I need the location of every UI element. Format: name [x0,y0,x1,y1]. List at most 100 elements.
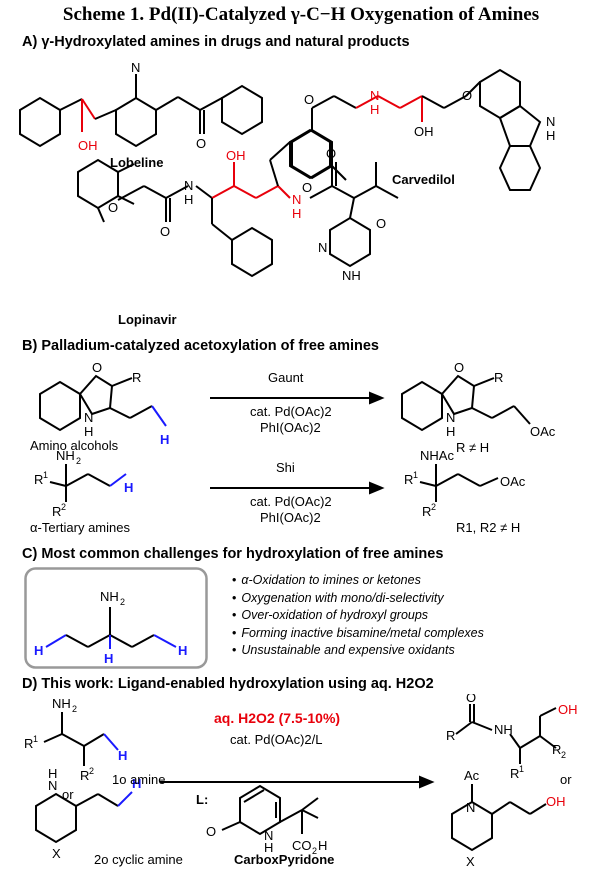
svg-text:H: H [292,206,301,221]
svg-text:2: 2 [76,456,81,466]
svg-text:N: N [546,114,555,129]
svg-text:H: H [48,766,57,781]
svg-text:N: N [446,410,455,425]
lopinavir-benzyl-bottom [231,226,273,278]
svg-text:CO: CO [292,838,312,853]
challenge-item: Forming inactive bisamine/metal complexe… [232,625,483,643]
svg-text:NH: NH [342,268,361,283]
oxidant-label: aq. H2O2 (7.5-10%) [214,710,341,726]
carbazole-pyrrole [498,104,542,147]
secondary-amine-label: 2o cyclic amine [94,852,183,867]
svg-text:H: H [160,432,169,447]
section-c-heading: C) Most common challenges for hydroxylat… [22,546,444,562]
svg-text:X: X [466,854,475,869]
svg-text:OH: OH [558,702,578,717]
gaunt-reagent: Gaunt [268,370,304,385]
svg-text:1: 1 [33,734,38,744]
shi-substrate-label: α-Tertiary amines [30,520,130,535]
svg-text:R: R [80,768,89,783]
section-b-heading: B) Palladium-catalyzed acetoxylation of … [22,338,379,354]
svg-text:2: 2 [72,704,77,714]
shi-cond1: cat. Pd(OAc)2 [250,494,332,509]
svg-text:H: H [124,480,133,495]
svg-text:R: R [34,472,43,487]
challenge-item: Oxygenation with mono/di-selectivity [232,590,484,608]
svg-text:O: O [304,92,314,107]
svg-text:N: N [131,60,140,75]
ligand-name: CarboxPyridone [234,852,335,867]
gaunt-cond2: PhI(OAc)2 [260,420,321,435]
carbazole-ring-c [498,145,542,191]
gaunt-substrate-label: Amino alcohols [30,438,119,453]
svg-text:1: 1 [413,470,418,480]
svg-text:R: R [24,736,33,751]
svg-text:H: H [104,651,113,666]
cyclic-amine-ring [35,792,77,844]
svg-text:R: R [52,504,61,519]
svg-text:H: H [318,838,327,853]
svg-text:N: N [84,410,93,425]
lobeline-phenyl-left [19,96,61,148]
gaunt-cond1: cat. Pd(OAc)2 [250,404,332,419]
svg-text:N: N [184,178,193,193]
svg-text:H: H [178,643,187,658]
svg-text:O: O [454,360,464,375]
svg-text:O: O [196,136,206,151]
carbazole-ring-a [479,68,521,120]
product-or-label: or [560,772,572,787]
svg-text:N: N [48,778,57,793]
svg-text:O: O [108,200,118,215]
svg-text:H: H [34,643,43,658]
or-label: or [62,787,74,802]
svg-text:OH: OH [546,794,566,809]
lobeline-phenyl-right [221,84,263,136]
shi-cond2: PhI(OAc)2 [260,510,321,525]
svg-text:H: H [264,840,273,855]
gaunt-product-cyclohexane [401,380,443,432]
svg-text:R: R [404,472,413,487]
shi-reagent: Shi [276,460,295,475]
svg-text:NH: NH [56,448,75,463]
svg-text:N: N [264,828,273,843]
svg-text:OH: OH [226,148,246,163]
gaunt-oxazolidine [78,374,114,416]
svg-text:O: O [302,180,312,195]
svg-text:H: H [370,102,379,117]
svg-text:R: R [552,742,561,757]
section-d-heading: D) This work: Ligand-enabled hydroxylati… [22,676,434,692]
svg-text:2: 2 [431,502,436,512]
svg-text:X: X [52,846,61,861]
svg-text:R: R [422,504,431,519]
svg-text:R: R [446,728,455,743]
svg-text:H: H [84,424,93,439]
lobeline-piperidine [115,96,157,148]
lopinavir-urea-ring [329,216,371,268]
svg-text:NH: NH [100,589,119,604]
svg-text:R: R [510,766,519,781]
svg-text:H: H [446,424,455,439]
svg-text:O: O [462,88,472,103]
svg-text:NH: NH [494,722,513,737]
svg-text:2: 2 [561,750,566,760]
svg-text:Ac: Ac [464,768,480,783]
svg-text:2: 2 [120,597,125,607]
challenge-list: α-Oxidation to imines or ketones Oxygena… [232,572,484,660]
svg-text:O: O [466,694,476,705]
shi-product-note: R1, R2 ≠ H [456,520,521,535]
challenge-item: Unsustainable and expensive oxidants [232,642,484,660]
svg-text:NHAc: NHAc [420,448,454,463]
svg-text:OH: OH [414,124,434,139]
svg-text:OAc: OAc [530,424,556,439]
lopinavir-label: Lopinavir [118,312,177,327]
challenge-item: α-Oxidation to imines or ketones [232,572,484,590]
scheme-title: Scheme 1. Pd(II)-Catalyzed γ-C−H Oxygena… [62,4,540,25]
gaunt-cyclohexane [39,380,81,432]
svg-text:N: N [292,192,301,207]
svg-text:O: O [160,224,170,239]
svg-text:H: H [118,748,127,763]
challenge-item: Over-oxidation of hydroxyl groups [232,607,484,625]
svg-text:O: O [206,824,216,839]
svg-text:H: H [184,192,193,207]
